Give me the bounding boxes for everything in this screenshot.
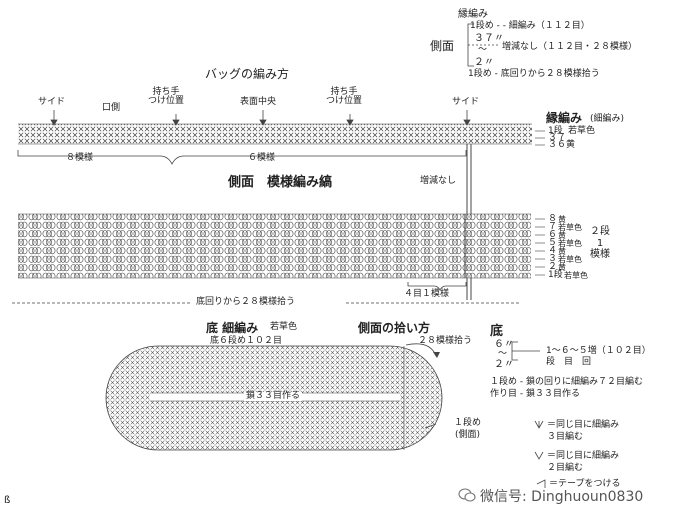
side-chart [18,213,531,279]
stripe-row-color: 黄 [558,231,566,240]
border-legend-row1-color: 若草色 [568,126,596,136]
bottom-legend-start: 作り目 - 鎖３３目作る [490,389,580,399]
bottom-title-color: 若草色 [270,322,298,332]
stripe-row-number: ６ [548,230,558,240]
bottom-legend-row2: ２〃 [494,359,514,370]
header-side-label: 側面 [430,39,455,53]
bottom-legend-title: 底 [490,324,504,339]
border-legend-row36: ３６ [548,140,567,150]
label-side-right: サイド [452,97,480,107]
pattern-repeat-brace [407,282,467,291]
watermark-text: 微信号: Dinghuoun0830 [480,489,644,505]
wechat-icon [458,488,476,502]
stripe-row-number: ５ [548,238,558,248]
legend-ticks [535,130,545,276]
symbol-legend-s3: ＝テープをつける [549,479,621,489]
label-arrows [50,110,471,126]
pattern-count-braces [17,150,467,165]
stripe-repeat-note: ２段 1 模様 [590,226,610,260]
pattern-count-left: ８模様 [66,153,94,163]
bottom-row1-label: １段め (側面) [454,418,482,440]
stripe-row-number: ２ [548,262,558,272]
bottom-title: 底 細編み [206,321,259,335]
pickup-note: 底回りから２８模様拾う [196,297,296,307]
pickup28: ２８模様拾う [418,336,473,346]
label-center-front: 表面中央 [240,97,277,107]
stripe-row-color: 黄 [558,263,566,272]
header-tilde: ～ [478,45,488,55]
bag-title: バッグの編み方 [205,67,290,81]
stripe-row-color: 若草色 [564,271,588,280]
border-legend-row37: ３７ [548,133,567,143]
stripe-row-color: 若草色 [558,223,582,232]
stripe-row-number: 1段 [548,270,563,280]
symbol-legend-s2: ＝同じ目に細編み ２目編む [547,451,620,473]
bottom-legend-tilde: ～ [498,349,508,359]
label-handle-left: 持ち手 つけ位置 [148,87,185,106]
side-guides [466,144,472,300]
rows-per-pattern: ４目１模様 [404,289,450,299]
border-strip [18,123,532,145]
stripe-row-color: 黄 [558,215,566,224]
bottom-legend-row6: ６〃 [494,339,514,350]
side-pickup-title: 側面の拾い方 [358,321,431,335]
header-row1: 1段め - - 細編み（１１２目） [470,21,590,31]
side-chart-title: 側面 模様編み縞 [228,175,333,190]
label-opening: 口側 [102,103,121,113]
border-legend-row36-color: 黄 [566,140,576,150]
label-side-left: サイド [38,97,66,107]
bottom-legend-increase: 1～６～５増（１０２目） [546,346,651,356]
stripe-row-color: 若草色 [558,239,582,248]
bottom-row6: 底６段め１０２目 [210,336,283,346]
stripe-row-number: ４ [548,246,558,256]
bottom-legend-row1: １段め - 鎖の回りに細編み７２目編む [490,377,643,387]
border-title-top: 縁編み [458,9,488,20]
label-handle-right: 持ち手 つけ位置 [326,87,363,106]
border-legend-title: 縁編み [546,111,583,125]
header-row37: ３７〃 [474,33,504,44]
page-mark: ß [4,495,11,506]
stripe-row-number: ７ [548,222,558,232]
stripe-row-number: ８ [548,214,558,224]
header-no-change: 増減なし（１１２目・２８模様） [502,42,638,52]
pattern-count-right: ６模様 [248,153,276,163]
bottom-legend-cols: 段 目 回 [546,357,592,367]
header-row1b: 1段め - 底回りから２８模様拾う [468,69,600,79]
symbol-legend-glyphs [534,420,546,488]
symbol-legend-s1: ＝同じ目に細編み ３目編む [547,420,620,442]
stripe-row-number: ３ [548,254,558,264]
stripe-row-color: 若草色 [558,255,582,264]
bottom-braces [467,23,540,361]
no-change-label: 増減なし [420,176,457,186]
header-row2: ２〃 [474,57,494,68]
border-legend-sub: (細編み) [590,114,625,124]
stripe-row-color: 黄 [558,247,566,256]
border-legend-row1: 1段 [548,126,563,136]
bottom-chain: 鎖３３目作る [244,391,303,401]
